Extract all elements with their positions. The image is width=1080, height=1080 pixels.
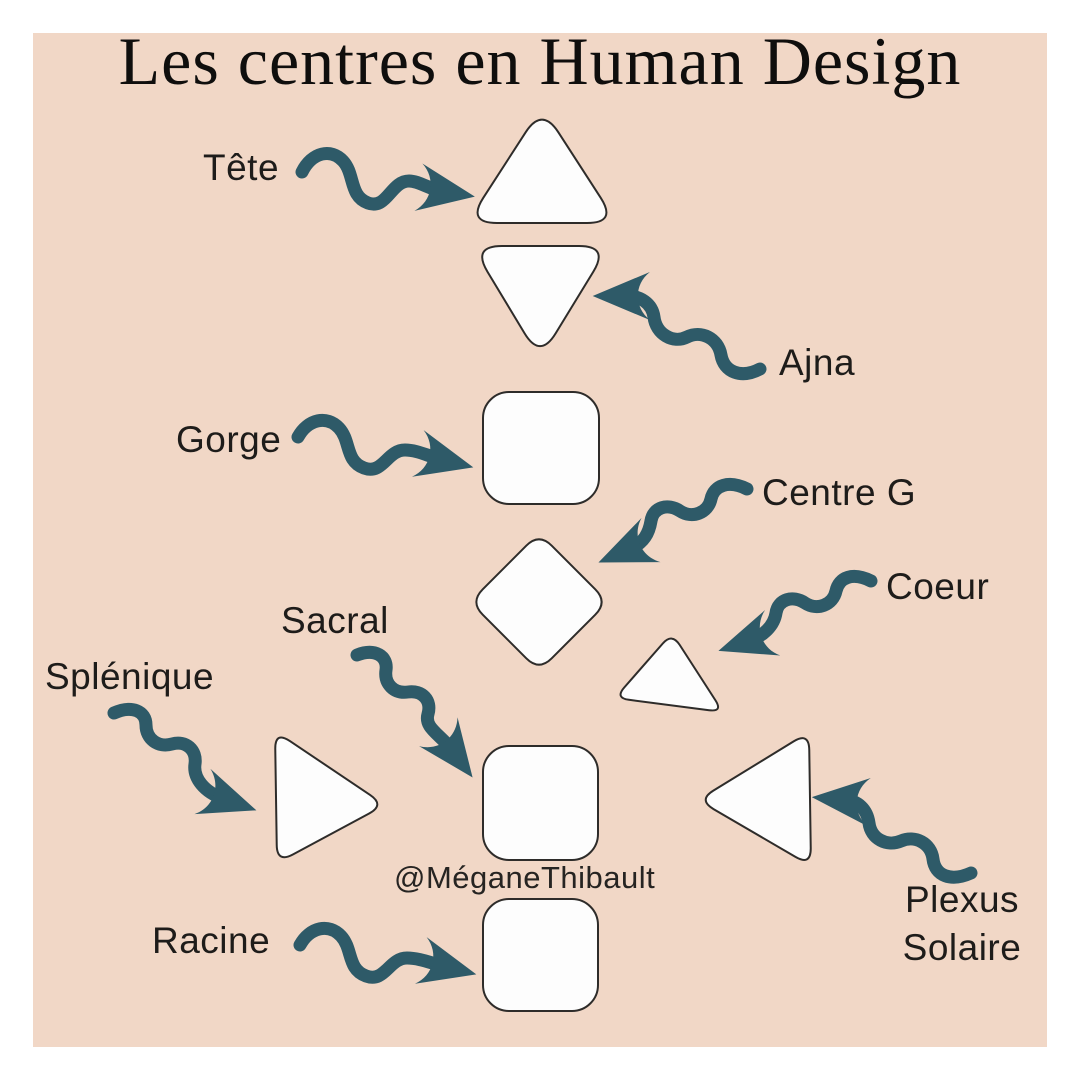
heart-center-triangle <box>619 637 720 712</box>
label-splenique: Splénique <box>45 656 215 697</box>
arrows-layer <box>107 147 978 984</box>
label-coeur: Coeur <box>886 566 990 607</box>
label-gorge: Gorge <box>176 419 282 460</box>
sacral-arrow <box>350 645 473 778</box>
spleen-center-triangle <box>274 736 379 859</box>
splenique-arrow <box>107 703 257 815</box>
racine-arrow <box>293 921 477 984</box>
label-centre-g: Centre G <box>762 472 917 513</box>
label-plexus-solaire: Plexus Solaire <box>902 879 1022 968</box>
head-center-triangle <box>476 118 608 224</box>
watermark: @MéganeThibault <box>394 860 656 895</box>
g-center-diamond <box>475 538 603 666</box>
label-sacral: Sacral <box>281 600 389 641</box>
plexus-arrow <box>811 777 978 884</box>
coeur-arrow <box>718 570 878 656</box>
label-tete: Tête <box>203 147 280 188</box>
root-center-square <box>482 898 599 1012</box>
gorge-arrow <box>291 413 474 477</box>
label-ajna: Ajna <box>779 342 856 383</box>
throat-center-square <box>482 391 600 505</box>
ajna-center-triangle <box>481 245 600 348</box>
tete-arrow <box>295 147 475 211</box>
ajna-arrow <box>592 271 767 380</box>
sacral-center-square <box>482 745 599 861</box>
centre-g-arrow <box>598 478 754 563</box>
label-racine: Racine <box>152 920 271 961</box>
centers-layer <box>274 118 812 1012</box>
page-title: Les centres en Human Design <box>118 23 962 99</box>
solar-plexus-center-triangle <box>704 737 812 861</box>
